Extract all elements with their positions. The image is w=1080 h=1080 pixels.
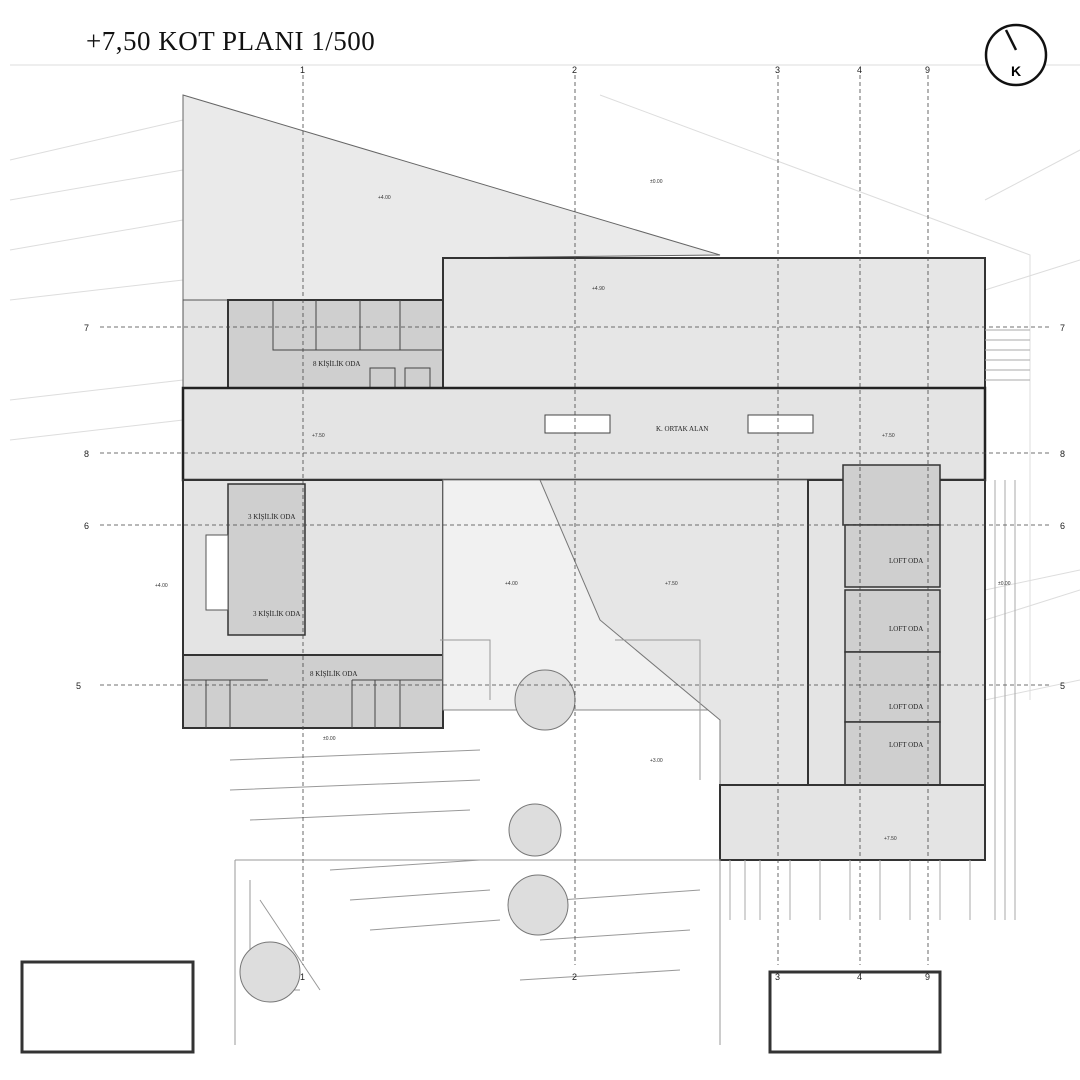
plan-title: +7,50 KOT PLANI 1/500 [86,26,376,56]
south-terrace [719,784,986,861]
axis-label: 6 [1060,521,1065,531]
tree-icon [239,941,301,1003]
north-circle-icon [984,23,1048,87]
tree-icon [507,874,569,936]
room-label: K. ORTAK ALAN [656,425,709,433]
elevation-mark: +4.00 [155,583,168,589]
elevation-mark: ±0.00 [998,581,1011,587]
elevation-mark: +4.00 [505,581,518,587]
site-contours [9,64,1080,701]
three-person-rooms [227,483,306,636]
room-label: LOFT ODA [889,557,923,565]
elevation-mark: ±0.00 [650,179,663,185]
room-label: 3 KİŞİLİK ODA [253,610,300,618]
axis-label: 8 [1060,449,1065,459]
tree-icon [514,669,576,731]
axis-label: 5 [1060,681,1065,691]
room-label: LOFT ODA [889,703,923,711]
loft-rooms [844,524,941,786]
room-label: 8 KİŞİLİK ODA [310,670,357,678]
axis-label: 7 [1060,323,1065,333]
grid-axes [100,75,1050,965]
room-block-top-left [227,299,444,389]
axis-label: 3 [775,65,780,75]
elevation-mark: +4.90 [592,286,605,292]
elevation-mark: +7.50 [665,581,678,587]
stair [747,414,814,434]
neighbour-building [20,960,195,1054]
trees [239,669,576,1003]
north-letter: K [1011,63,1021,79]
axis-label: 8 [84,449,89,459]
room-label: 3 KİŞİLİK ODA [248,513,295,521]
axis-label: 5 [76,681,81,691]
axis-label: 1 [300,65,305,75]
stair [544,414,611,434]
axis-label: 2 [572,65,577,75]
axis-label: 6 [84,521,89,531]
axis-label: 3 [775,972,780,982]
room-label: LOFT ODA [889,625,923,633]
upper-study-hall [442,257,986,389]
wc-block [842,464,941,526]
elevation-mark: +7.50 [882,433,895,439]
axis-label: 4 [857,972,862,982]
elevation-mark: +4.00 [378,195,391,201]
tree-icon [508,803,562,857]
elevation-mark: +7.50 [884,836,897,842]
eight-person-room-bottom [182,654,444,729]
axis-label: 7 [84,323,89,333]
axis-label: 1 [300,972,305,982]
axis-label: 9 [925,972,930,982]
axis-label: 9 [925,65,930,75]
axis-label: 2 [572,972,577,982]
east-steps [729,329,1030,920]
room-label: 8 KİŞİLİK ODA [313,360,360,368]
room-label: LOFT ODA [889,741,923,749]
north-arrow: K [984,23,1048,87]
axis-label: 4 [857,65,862,75]
elevation-mark: ±0.00 [323,736,336,742]
neighbour-building [768,970,942,1054]
elevation-mark: +7.50 [312,433,325,439]
elevation-mark: +3.00 [650,758,663,764]
